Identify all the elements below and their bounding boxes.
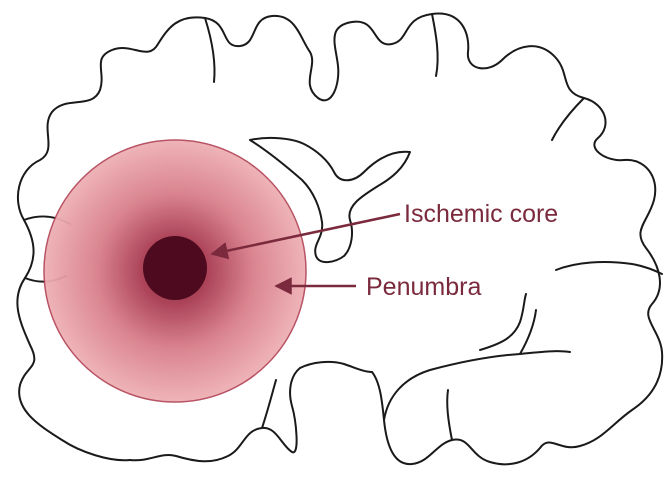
temporal-fold-right (384, 351, 570, 420)
sulcus-right-4 (552, 98, 584, 140)
ischemic-core-label: Ischemic core (404, 200, 558, 228)
penumbra-label: Penumbra (366, 273, 481, 301)
sulcus-right-3 (556, 262, 662, 274)
temporal-fold-left (300, 362, 372, 372)
lower-inner-left (262, 380, 276, 428)
ischemic-core (143, 236, 207, 300)
lower-inner-right (447, 390, 452, 440)
sulcus-top-2 (432, 14, 438, 76)
sulcus-top-1 (205, 18, 215, 82)
sulcus-right-1 (480, 294, 526, 350)
